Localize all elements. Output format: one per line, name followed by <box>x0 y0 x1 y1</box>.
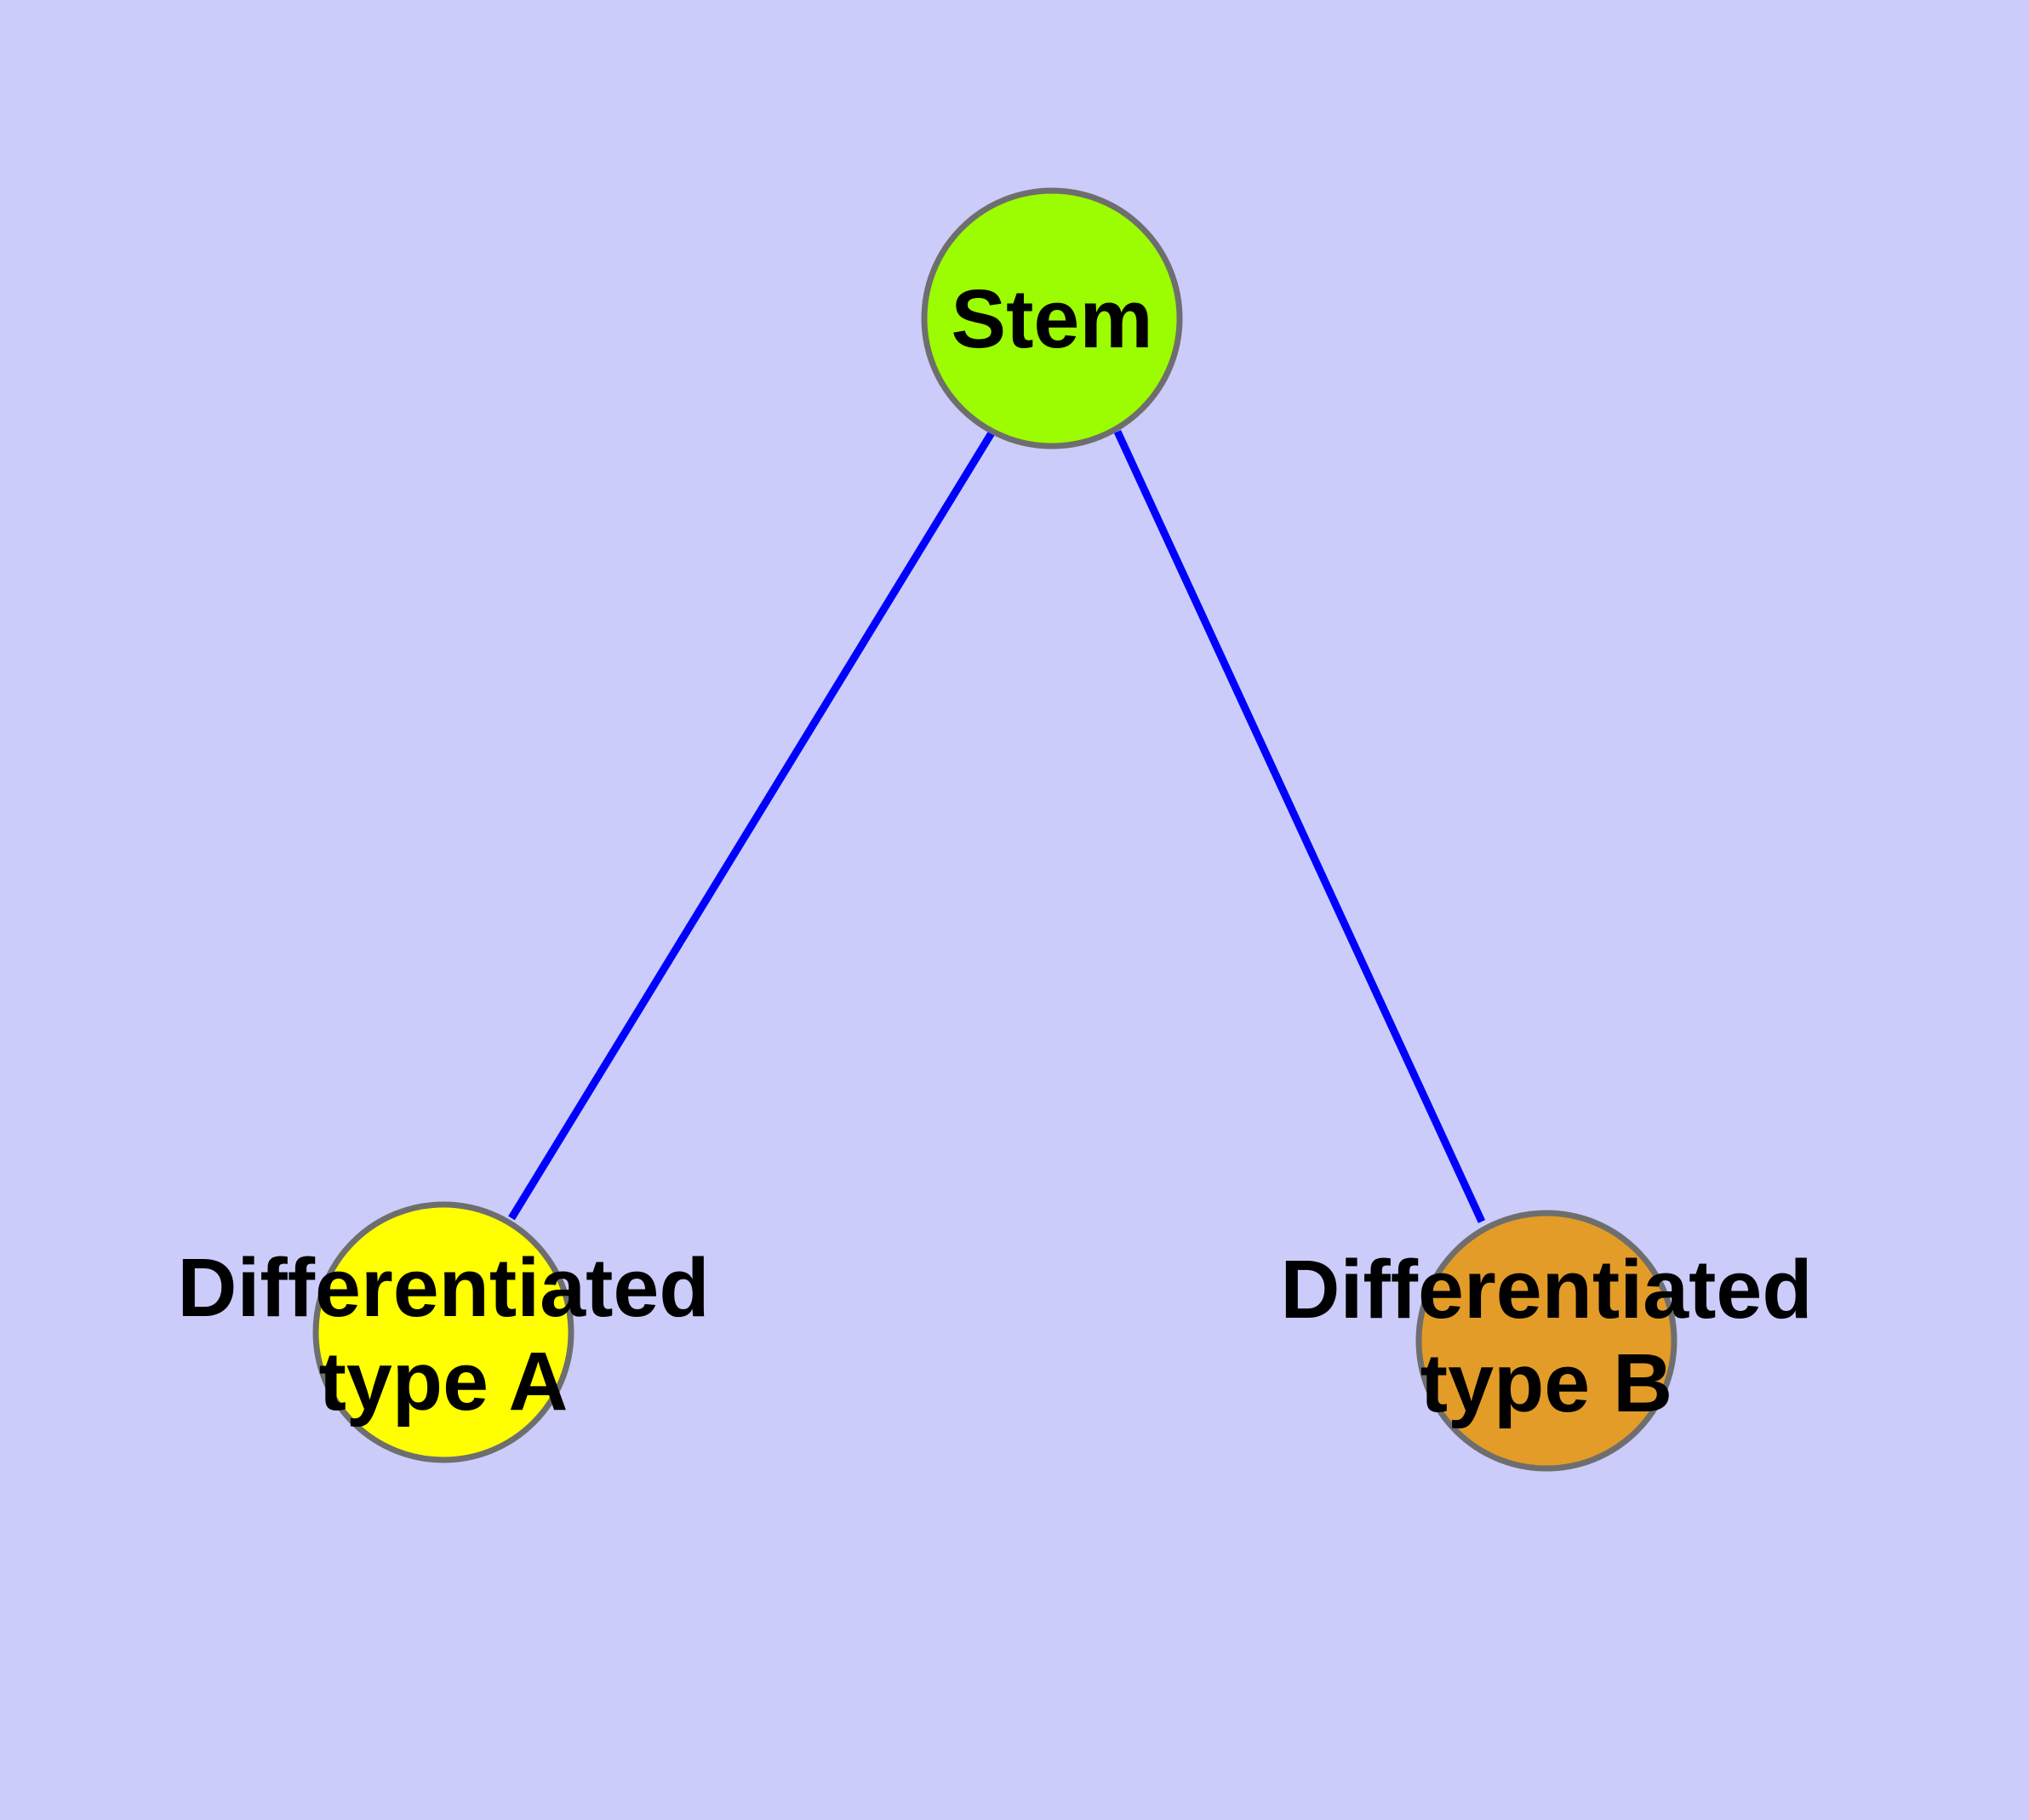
node-diff-a-circle[interactable] <box>312 1201 574 1463</box>
node-layer: Stem Differentiated type A Differentiate… <box>177 187 1813 1472</box>
node-diff-a-label-line1: Differentiated <box>177 1241 709 1334</box>
edge-layer <box>508 429 1486 1223</box>
edge-stem-to-diff-a[interactable] <box>508 429 996 1221</box>
node-diff-b[interactable]: Differentiated type B <box>1280 1210 1813 1472</box>
node-stem-circle[interactable] <box>921 187 1183 449</box>
node-diff-b-label-line2: type B <box>1420 1336 1672 1429</box>
edge-stem-to-diff-b[interactable] <box>1113 430 1486 1223</box>
node-stem-label-line1: Stem <box>951 272 1152 365</box>
node-diff-b-circle[interactable] <box>1415 1210 1677 1472</box>
node-diff-a[interactable]: Differentiated type A <box>177 1201 710 1463</box>
node-diff-b-label-line1: Differentiated <box>1280 1243 1812 1336</box>
node-diff-a-label-line2: type A <box>319 1335 569 1428</box>
node-stem[interactable]: Stem <box>921 187 1183 449</box>
